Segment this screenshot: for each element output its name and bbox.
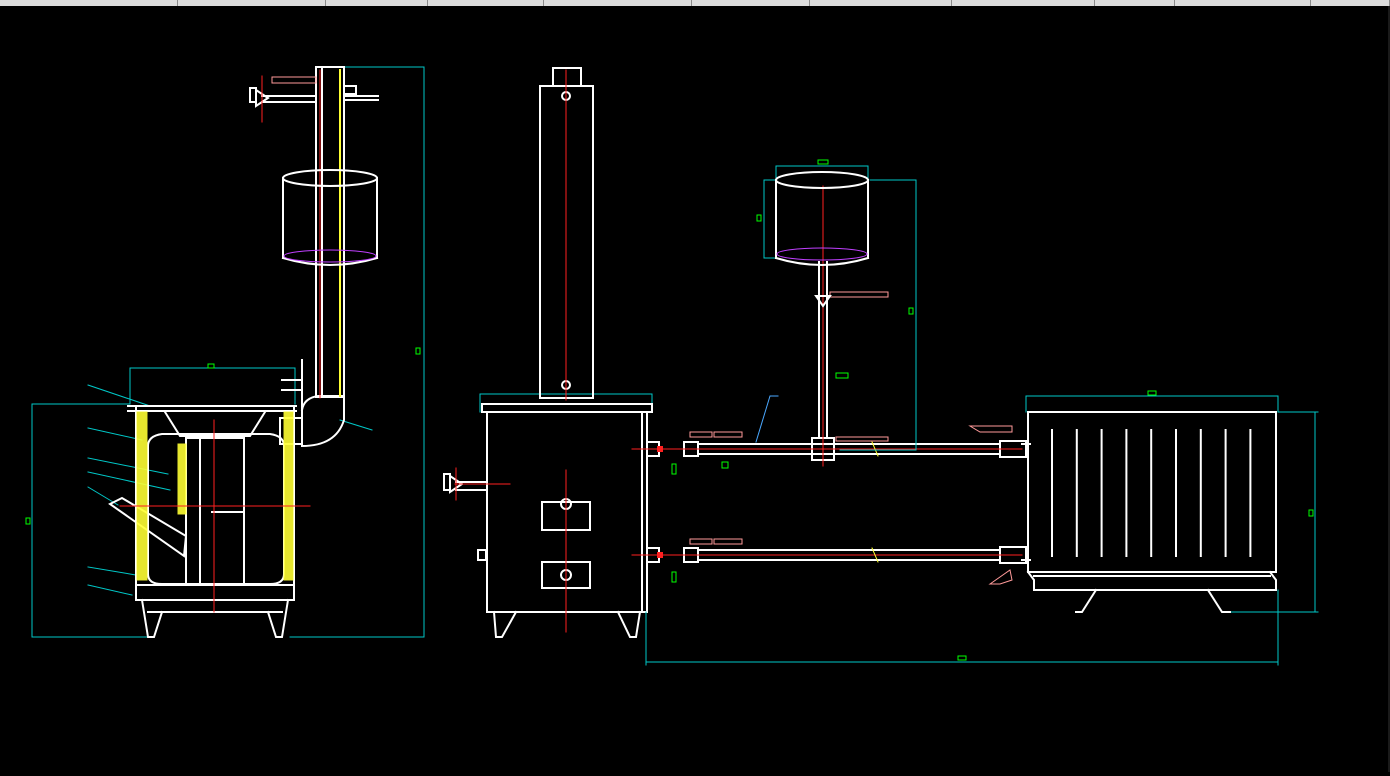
file-tab[interactable]: [692, 0, 810, 6]
file-tab[interactable]: [1175, 0, 1311, 6]
file-tab[interactable]: [952, 0, 1095, 6]
vertical-scrollbar[interactable]: [1388, 6, 1390, 772]
file-tab[interactable]: [0, 0, 178, 6]
file-tab[interactable]: [1095, 0, 1175, 6]
file-tab[interactable]: [178, 0, 326, 6]
file-tab[interactable]: [544, 0, 692, 6]
radiator: [645, 390, 1319, 666]
cad-drawing: [25, 66, 1319, 666]
header-tank: [756, 159, 917, 451]
supply-return-pipes: [631, 185, 1031, 585]
cad-drawing-canvas[interactable]: [0, 6, 1390, 772]
stove-section-view: [25, 66, 425, 638]
boiler-front-view: [443, 67, 743, 638]
file-tab[interactable]: [428, 0, 544, 6]
file-tab[interactable]: [810, 0, 952, 6]
file-tab[interactable]: [326, 0, 428, 6]
